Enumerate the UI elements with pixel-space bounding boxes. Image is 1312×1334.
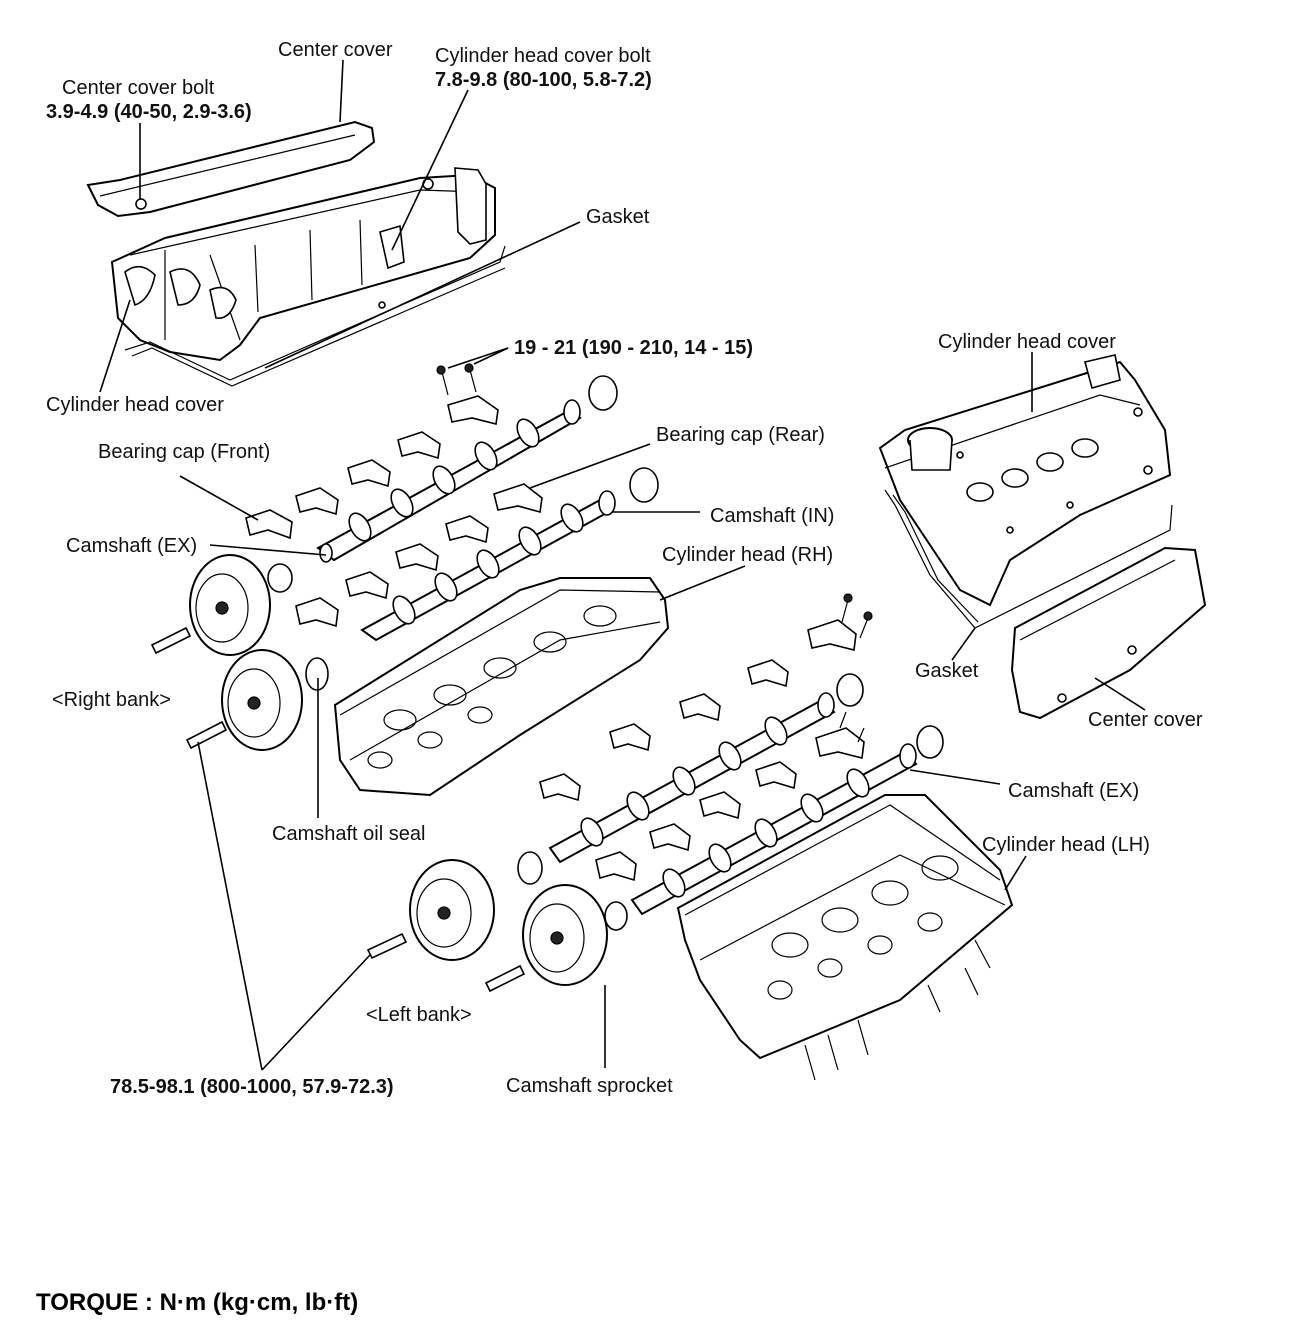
- label-right-bank: <Right bank>: [52, 689, 171, 711]
- oil-seal: [604, 901, 628, 931]
- label-bearing-cap-front: Bearing cap (Front): [98, 441, 270, 463]
- plug: [916, 725, 944, 759]
- label-cylinder-head-cover-right: Cylinder head cover: [938, 331, 1116, 353]
- label-camshaft-in: Camshaft (IN): [710, 505, 834, 527]
- cylinder-head-cover-left: [110, 167, 506, 387]
- label-left-bank: <Left bank>: [366, 1004, 472, 1026]
- sprocket-rh-in: [221, 649, 303, 751]
- sprocket-lh-ex: [522, 884, 608, 986]
- label-cylinder-head-cover-bolt: Cylinder head cover bolt: [435, 45, 651, 67]
- label-camshaft-ex-left: Camshaft (EX): [66, 535, 197, 557]
- plug: [629, 467, 659, 503]
- plug: [588, 375, 618, 411]
- label-cylinder-head-lh: Cylinder head (LH): [982, 834, 1150, 856]
- plug: [836, 673, 864, 707]
- sprocket-rh-ex: [189, 554, 271, 656]
- label-cylinder-head-cover-left: Cylinder head cover: [46, 394, 224, 416]
- label-center-cover-top: Center cover: [278, 39, 393, 61]
- oil-seal: [517, 851, 543, 885]
- label-center-cover-bolt-torque: 3.9-4.9 (40-50, 2.9-3.6): [46, 101, 252, 123]
- label-cylinder-head-rh: Cylinder head (RH): [662, 544, 833, 566]
- camshaft-upper-in: [360, 490, 616, 642]
- cylinder-head-lh: [676, 794, 1014, 1081]
- bearing-caps-lower: [539, 593, 873, 882]
- label-camshaft-sprocket: Camshaft sprocket: [506, 1075, 673, 1097]
- label-camshaft-ex-right: Camshaft (EX): [1008, 780, 1139, 802]
- sprocket-bolts-lh: [366, 932, 526, 993]
- bearing-caps-upper: [245, 363, 543, 628]
- label-gasket-right: Gasket: [915, 660, 979, 682]
- label-camshaft-oil-seal: Camshaft oil seal: [272, 823, 425, 845]
- torque-unit-note: TORQUE : N·m (kg·cm, lb·ft): [36, 1289, 358, 1316]
- label-bearing-cap-torque: 19 - 21 (190 - 210, 14 - 15): [514, 337, 753, 359]
- label-sprocket-bolt-torque: 78.5-98.1 (800-1000, 57.9-72.3): [110, 1076, 394, 1098]
- camshaft-upper-ex: [316, 399, 582, 563]
- oil-seal: [267, 563, 293, 593]
- oil-seal: [305, 657, 329, 691]
- sprocket-lh-in: [409, 859, 495, 961]
- cylinder-head-rh: [333, 577, 670, 797]
- label-center-cover-right: Center cover: [1088, 709, 1203, 731]
- label-cylinder-head-cover-bolt-torque: 7.8-9.8 (80-100, 5.8-7.2): [435, 69, 652, 91]
- label-bearing-cap-rear: Bearing cap (Rear): [656, 424, 825, 446]
- camshaft-lower-in: [548, 692, 836, 864]
- label-gasket-top: Gasket: [586, 206, 650, 228]
- leader-lines: [99, 59, 1146, 1071]
- cylinder-head-cover-right: [878, 354, 1207, 720]
- center-cover-left: [86, 120, 376, 218]
- sprocket-bolts-rh: [150, 626, 228, 750]
- label-center-cover-bolt: Center cover bolt: [62, 77, 215, 99]
- camshaft-lower-ex: [630, 743, 918, 916]
